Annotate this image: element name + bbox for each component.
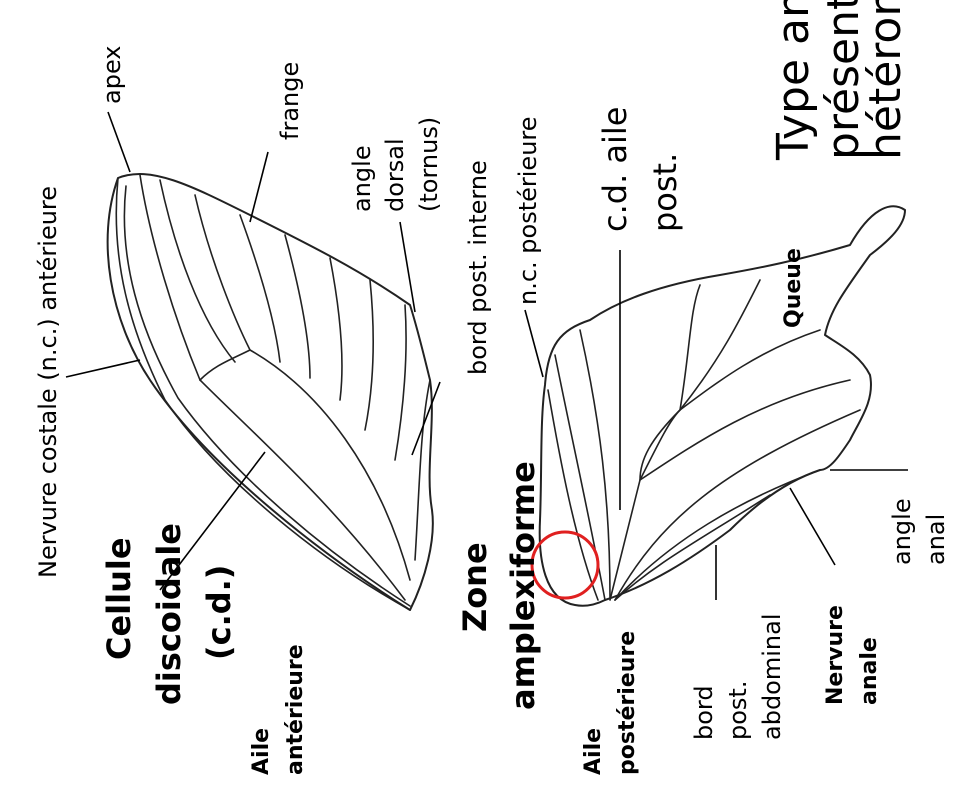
label-frange: frange xyxy=(276,62,304,140)
label-amplexiforme: amplexiforme xyxy=(504,461,542,710)
label-dorsal: dorsal xyxy=(381,138,409,212)
frange-leader xyxy=(250,152,268,222)
label-aile-posterieure-1: Aile xyxy=(581,728,606,775)
label-post-abd: post. xyxy=(724,681,752,740)
hindwing xyxy=(540,206,905,605)
label-bord-post-interne: bord post. interne xyxy=(464,160,492,375)
nervure-costale-leader xyxy=(66,360,140,377)
label-angle: angle xyxy=(348,145,376,212)
nc-posterieure-leader xyxy=(525,310,543,377)
label-nervure-anale-1: Nervure xyxy=(823,605,848,705)
apex-leader xyxy=(108,112,130,172)
label-cd: (c.d.) xyxy=(200,565,238,660)
nervure-anale-leader xyxy=(790,488,835,565)
label-aile-anterieure-1: Aile xyxy=(249,728,274,775)
title-line-3: hétéror xyxy=(860,0,911,160)
label-apex: apex xyxy=(98,46,126,105)
label-nervure-anale-2: anale xyxy=(857,637,882,705)
bord-post-interne-leader xyxy=(412,382,440,455)
label-angle-anal-1: angle xyxy=(888,498,916,565)
label-angle-anal-2: anal xyxy=(922,514,950,565)
label-tornus: (tornus) xyxy=(415,117,443,212)
title-line-1: Type am xyxy=(768,0,819,161)
label-bord: bord xyxy=(690,685,718,740)
label-zone: Zone xyxy=(456,542,494,632)
label-aile-posterieure-2: postérieure xyxy=(615,631,640,775)
label-post: post. xyxy=(646,153,684,232)
label-aile-anterieure-2: antérieure xyxy=(283,644,308,775)
label-abdominal: abdominal xyxy=(758,614,786,741)
label-queue: Queue xyxy=(781,248,806,328)
label-cellule: Cellule xyxy=(100,537,138,660)
label-nc-posterieure: n.c. postérieure xyxy=(514,116,542,305)
label-cd-aile: c.d. aile xyxy=(596,107,634,233)
label-discoidale: discoidale xyxy=(150,523,188,705)
label-nervure-costale: Nervure costale (n.c.) antérieure xyxy=(34,186,62,578)
